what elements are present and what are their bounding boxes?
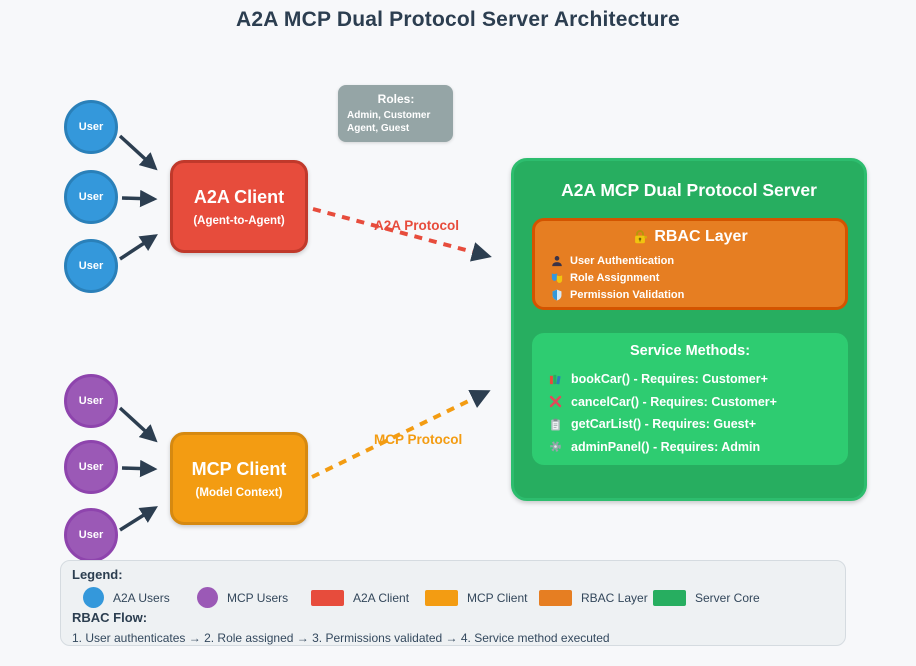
rbac-title-label: RBAC Layer	[654, 228, 748, 245]
mcp-client-subtitle: (Model Context)	[195, 486, 283, 499]
rbac-box: RBAC Layer User Authentication Role Assi…	[532, 218, 848, 310]
legend-item-label: Server Core	[695, 590, 760, 605]
a2a-user-circle: User	[64, 239, 118, 293]
rbac-title: RBAC Layer	[535, 228, 845, 246]
legend-swatch-mcp-client	[425, 589, 458, 606]
legend-item: MCP Client	[425, 587, 539, 608]
user-arrow	[118, 406, 158, 443]
service-item: getCarList() - Requires: Guest+	[549, 413, 848, 436]
user-arrow	[119, 506, 158, 532]
legend-swatch-a2a-users	[83, 587, 104, 608]
mcp-protocol-label: MCP Protocol	[374, 432, 463, 447]
rbac-item-label: Permission Validation	[570, 288, 685, 301]
clipboard-icon	[549, 418, 562, 431]
legend-item: MCP Users	[197, 587, 311, 608]
server-box: A2A MCP Dual Protocol Server RBAC Layer …	[511, 158, 867, 501]
legend-item-label: MCP Client	[467, 590, 528, 605]
rbac-item: User Authentication	[551, 252, 845, 269]
a2a-client-subtitle: (Agent-to-Agent)	[193, 214, 285, 227]
legend-item-label: A2A Users	[113, 590, 170, 605]
user-arrow	[121, 459, 158, 478]
legend-item-label: MCP Users	[227, 590, 289, 605]
lock-key-icon	[632, 229, 648, 245]
books-icon	[549, 373, 562, 386]
user-label: User	[78, 461, 104, 473]
user-arrow	[121, 189, 158, 208]
rbac-item: Role Assignment	[551, 269, 845, 286]
services-title: Service Methods:	[629, 343, 751, 359]
cross-icon	[549, 395, 562, 408]
legend-item: A2A Client	[311, 587, 425, 608]
service-item-label: getCarList() - Requires: Guest+	[571, 417, 757, 432]
service-item-label: bookCar() - Requires: Customer+	[571, 372, 768, 387]
legend-item: RBAC Layer	[539, 587, 653, 608]
user-arrow	[118, 134, 158, 171]
shield-icon	[551, 289, 563, 301]
a2a-client-title: A2A Client	[193, 186, 285, 207]
service-item: bookCar() - Requires: Customer+	[549, 368, 848, 391]
server-title: A2A MCP Dual Protocol Server	[561, 180, 817, 200]
legend-swatch-mcp-users	[197, 587, 218, 608]
user-label: User	[78, 121, 104, 133]
page-title: A2A MCP Dual Protocol Server Architectur…	[236, 8, 680, 31]
gear-icon	[549, 440, 562, 453]
legend-box: Legend: A2A Users MCP Users A2A Client M…	[60, 560, 846, 646]
user-label: User	[78, 395, 104, 407]
legend-item: Server Core	[653, 587, 767, 608]
user-silhouette-icon	[551, 255, 563, 267]
rbac-item-label: Role Assignment	[570, 271, 660, 284]
legend-swatch-a2a-client	[311, 589, 344, 606]
legend-item: A2A Users	[83, 587, 197, 608]
mcp-client-title: MCP Client	[191, 458, 287, 479]
rbac-flow-title: RBAC Flow:	[72, 610, 148, 625]
legend-title: Legend:	[72, 567, 123, 582]
legend-item-label: RBAC Layer	[581, 590, 648, 605]
service-item: adminPanel() - Requires: Admin	[549, 436, 848, 459]
service-item: cancelCar() - Requires: Customer+	[549, 391, 848, 414]
a2a-user-circle: User	[64, 170, 118, 224]
a2a-user-circle: User	[64, 100, 118, 154]
rbac-flow-text: 1. User authenticates → 2. Role assigned…	[72, 631, 610, 645]
services-box: Service Methods: bookCar() - Requires: C…	[532, 333, 848, 465]
rbac-item-label: User Authentication	[570, 254, 675, 267]
a2a-client-box: A2A Client (Agent-to-Agent)	[170, 160, 308, 253]
roles-body: Admin, Customer Agent, Guest	[347, 110, 431, 134]
mcp-user-circle: User	[64, 440, 118, 494]
roles-box: Roles: Admin, Customer Agent, Guest	[338, 85, 453, 142]
legend-swatch-server-core	[653, 589, 686, 606]
service-item-label: cancelCar() - Requires: Customer+	[571, 394, 777, 409]
mcp-user-circle: User	[64, 374, 118, 428]
user-label: User	[78, 260, 104, 272]
user-arrow	[119, 234, 158, 261]
user-label: User	[78, 529, 104, 541]
roles-title: Roles:	[377, 92, 415, 106]
legend-swatch-rbac-layer	[539, 589, 572, 606]
rbac-item: Permission Validation	[551, 286, 845, 303]
mcp-client-box: MCP Client (Model Context)	[170, 432, 308, 525]
mcp-user-circle: User	[64, 508, 118, 562]
service-item-label: adminPanel() - Requires: Admin	[571, 439, 761, 454]
legend-item-label: A2A Client	[353, 590, 410, 605]
a2a-protocol-label: A2A Protocol	[374, 218, 460, 233]
user-label: User	[78, 191, 104, 203]
masks-icon	[551, 272, 563, 284]
